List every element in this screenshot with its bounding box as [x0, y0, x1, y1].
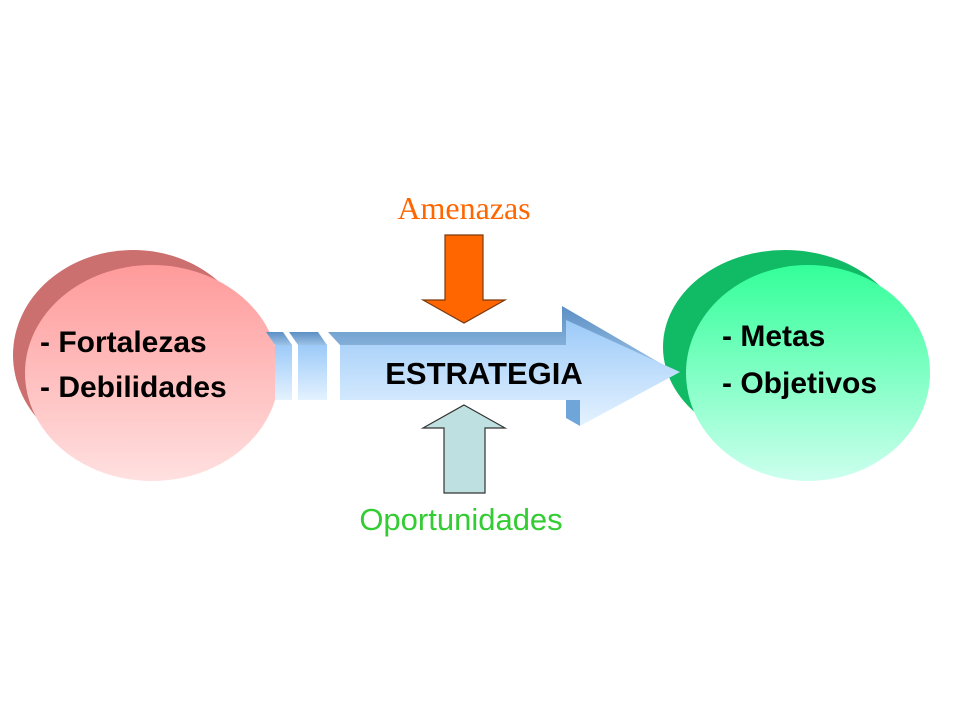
goals-line-2: - Objetivos — [722, 367, 877, 400]
arrow-body — [340, 320, 680, 426]
arrow-head-side — [566, 400, 580, 426]
threats-arrow-icon — [420, 234, 508, 324]
strategy-label: ESTRATEGIA — [385, 356, 583, 391]
opportunities-group: Oportunidades — [359, 404, 563, 537]
goals-line-1: - Metas — [722, 320, 825, 353]
arrow-segment-2 — [298, 345, 327, 400]
strategy-arrow: ESTRATEGIA — [266, 306, 680, 426]
opportunities-arrow-icon — [420, 404, 508, 494]
arrow-segment-top — [266, 332, 292, 345]
internal-ellipse-body — [25, 265, 279, 481]
goals-ellipse-body — [686, 265, 930, 481]
threats-label: Amenazas — [397, 190, 530, 226]
threats-group: Amenazas — [397, 190, 531, 324]
arrow-body-top — [328, 306, 672, 370]
internal-line-1: - Fortalezas — [40, 326, 207, 359]
internal-factors-ellipse: - Fortalezas - Debilidades — [13, 250, 279, 481]
opportunities-label: Oportunidades — [359, 502, 562, 537]
internal-line-2: - Debilidades — [40, 371, 227, 404]
goals-ellipse: - Metas - Objetivos — [663, 250, 930, 481]
arrow-segment-1 — [275, 345, 292, 400]
arrow-segment-top — [289, 332, 327, 345]
